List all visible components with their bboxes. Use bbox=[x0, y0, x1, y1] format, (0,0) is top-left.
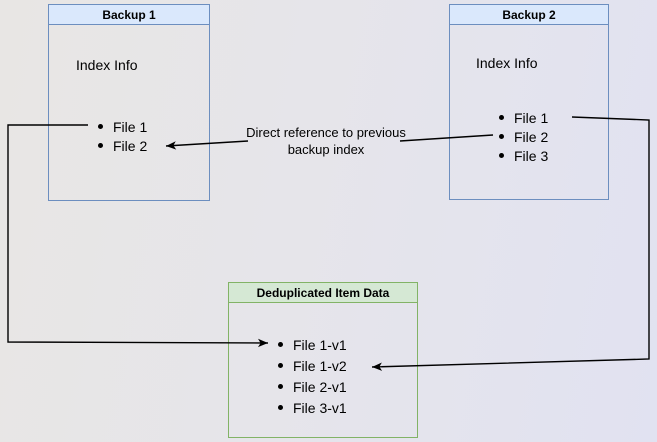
backup1-header: Backup 1 bbox=[49, 5, 209, 25]
list-item-label: File 1 bbox=[514, 109, 549, 126]
backup1-box: Backup 1 Index Info File 1 File 2 bbox=[48, 4, 210, 201]
backup2-header: Backup 2 bbox=[450, 5, 608, 25]
list-item: File 1 bbox=[94, 117, 147, 136]
list-item: File 1 bbox=[495, 108, 548, 127]
backup1-index-info-label: Index Info bbox=[76, 57, 138, 73]
list-item: File 2 bbox=[495, 127, 548, 146]
bullet-icon bbox=[499, 115, 504, 120]
list-item: File 2 bbox=[94, 136, 147, 155]
dedup-file-list: File 1-v1 File 1-v2 File 2-v1 File 3-v1 bbox=[274, 334, 347, 418]
bullet-icon bbox=[278, 384, 283, 389]
list-item: File 3 bbox=[495, 146, 548, 165]
bullet-icon bbox=[499, 134, 504, 139]
list-item-label: File 3-v1 bbox=[293, 399, 347, 416]
direct-reference-edge-label: Direct reference to previous backup inde… bbox=[246, 125, 406, 157]
backup2-file-list: File 1 File 2 File 3 bbox=[495, 108, 548, 165]
bullet-icon bbox=[278, 342, 283, 347]
list-item-label: File 1 bbox=[113, 118, 148, 135]
bullet-icon bbox=[278, 405, 283, 410]
list-item-label: File 1-v2 bbox=[293, 357, 347, 374]
backup2-box: Backup 2 Index Info File 1 File 2 File 3 bbox=[449, 4, 609, 200]
deduplicated-item-data-header: Deduplicated Item Data bbox=[229, 283, 417, 303]
list-item: File 1-v1 bbox=[274, 334, 347, 355]
backup1-file-list: File 1 File 2 bbox=[94, 117, 147, 155]
list-item-label: File 3 bbox=[514, 147, 549, 164]
list-item-label: File 1-v1 bbox=[293, 336, 347, 353]
list-item: File 3-v1 bbox=[274, 397, 347, 418]
list-item-label: File 2-v1 bbox=[293, 378, 347, 395]
bullet-icon bbox=[98, 124, 103, 129]
list-item-label: File 2 bbox=[113, 137, 148, 154]
bullet-icon bbox=[278, 363, 283, 368]
deduplicated-item-data-box: Deduplicated Item Data File 1-v1 File 1-… bbox=[228, 282, 418, 438]
list-item: File 1-v2 bbox=[274, 355, 347, 376]
list-item: File 2-v1 bbox=[274, 376, 347, 397]
bullet-icon bbox=[98, 143, 103, 148]
bullet-icon bbox=[499, 153, 504, 158]
list-item-label: File 2 bbox=[514, 128, 549, 145]
backup2-index-info-label: Index Info bbox=[476, 55, 538, 71]
